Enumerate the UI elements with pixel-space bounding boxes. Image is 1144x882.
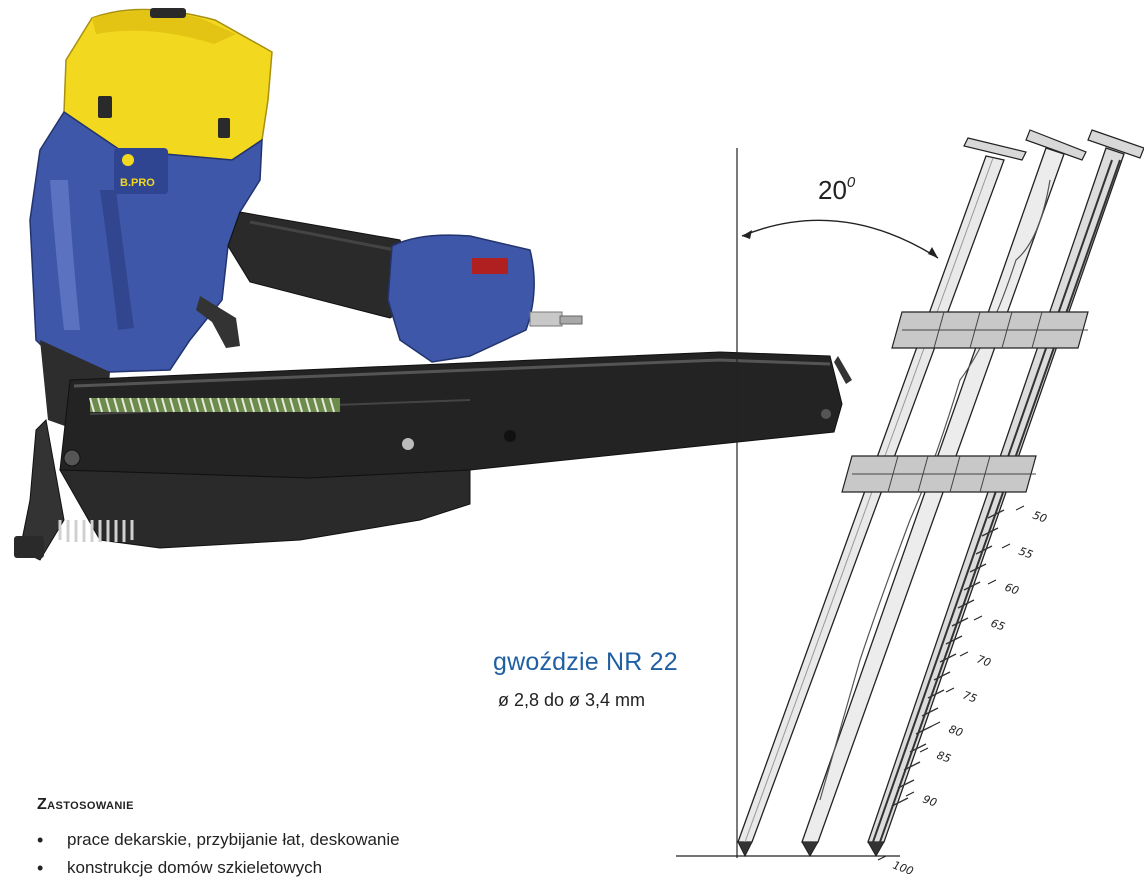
nail-twisted [801,129,1087,858]
loaded-nails [89,397,340,413]
usage-item: konstrukcje domów szkieletowych [37,854,400,882]
nailer-grip [227,211,421,319]
scale-label: 65 [989,617,1007,634]
scale-label: 50 [1031,509,1049,526]
angle-arc [741,219,939,259]
brand-badge: B.PRO [120,177,155,189]
diameter-range: ø 2,8 do ø 3,4 mm [498,690,646,710]
nailer-guide [59,469,471,549]
angle-label: 200 [818,174,856,206]
scale-label: 60 [1003,581,1021,598]
nail-smooth [737,137,1027,858]
scale-label: 70 [975,653,993,670]
scale-label: 80 [947,723,965,740]
collation-strip-bottom [841,455,1037,493]
usage-list: prace dekarskie, przybijanie łat, deskow… [37,826,400,882]
nail-gun-image: B.PRO [14,8,852,561]
scale-label: 85 [935,749,953,766]
angle-value: 20 [818,175,847,205]
nail-ring [867,129,1144,858]
length-scale [877,505,1025,861]
length-scale-labels: 50 55 60 65 70 75 80 85 90 100 [891,509,1049,877]
usage-heading: Zastosowanie [37,796,134,813]
scale-label: 55 [1017,545,1035,562]
scale-label: 90 [921,793,939,810]
usage-item: prace dekarskie, przybijanie łat, deskow… [37,826,400,854]
scale-label: 75 [961,689,979,706]
collation-strip-top [891,311,1089,349]
angle-unit: 0 [846,174,856,192]
nail-type-title: gwoździe NR 22 [493,648,678,676]
scale-label: 100 [891,859,915,877]
